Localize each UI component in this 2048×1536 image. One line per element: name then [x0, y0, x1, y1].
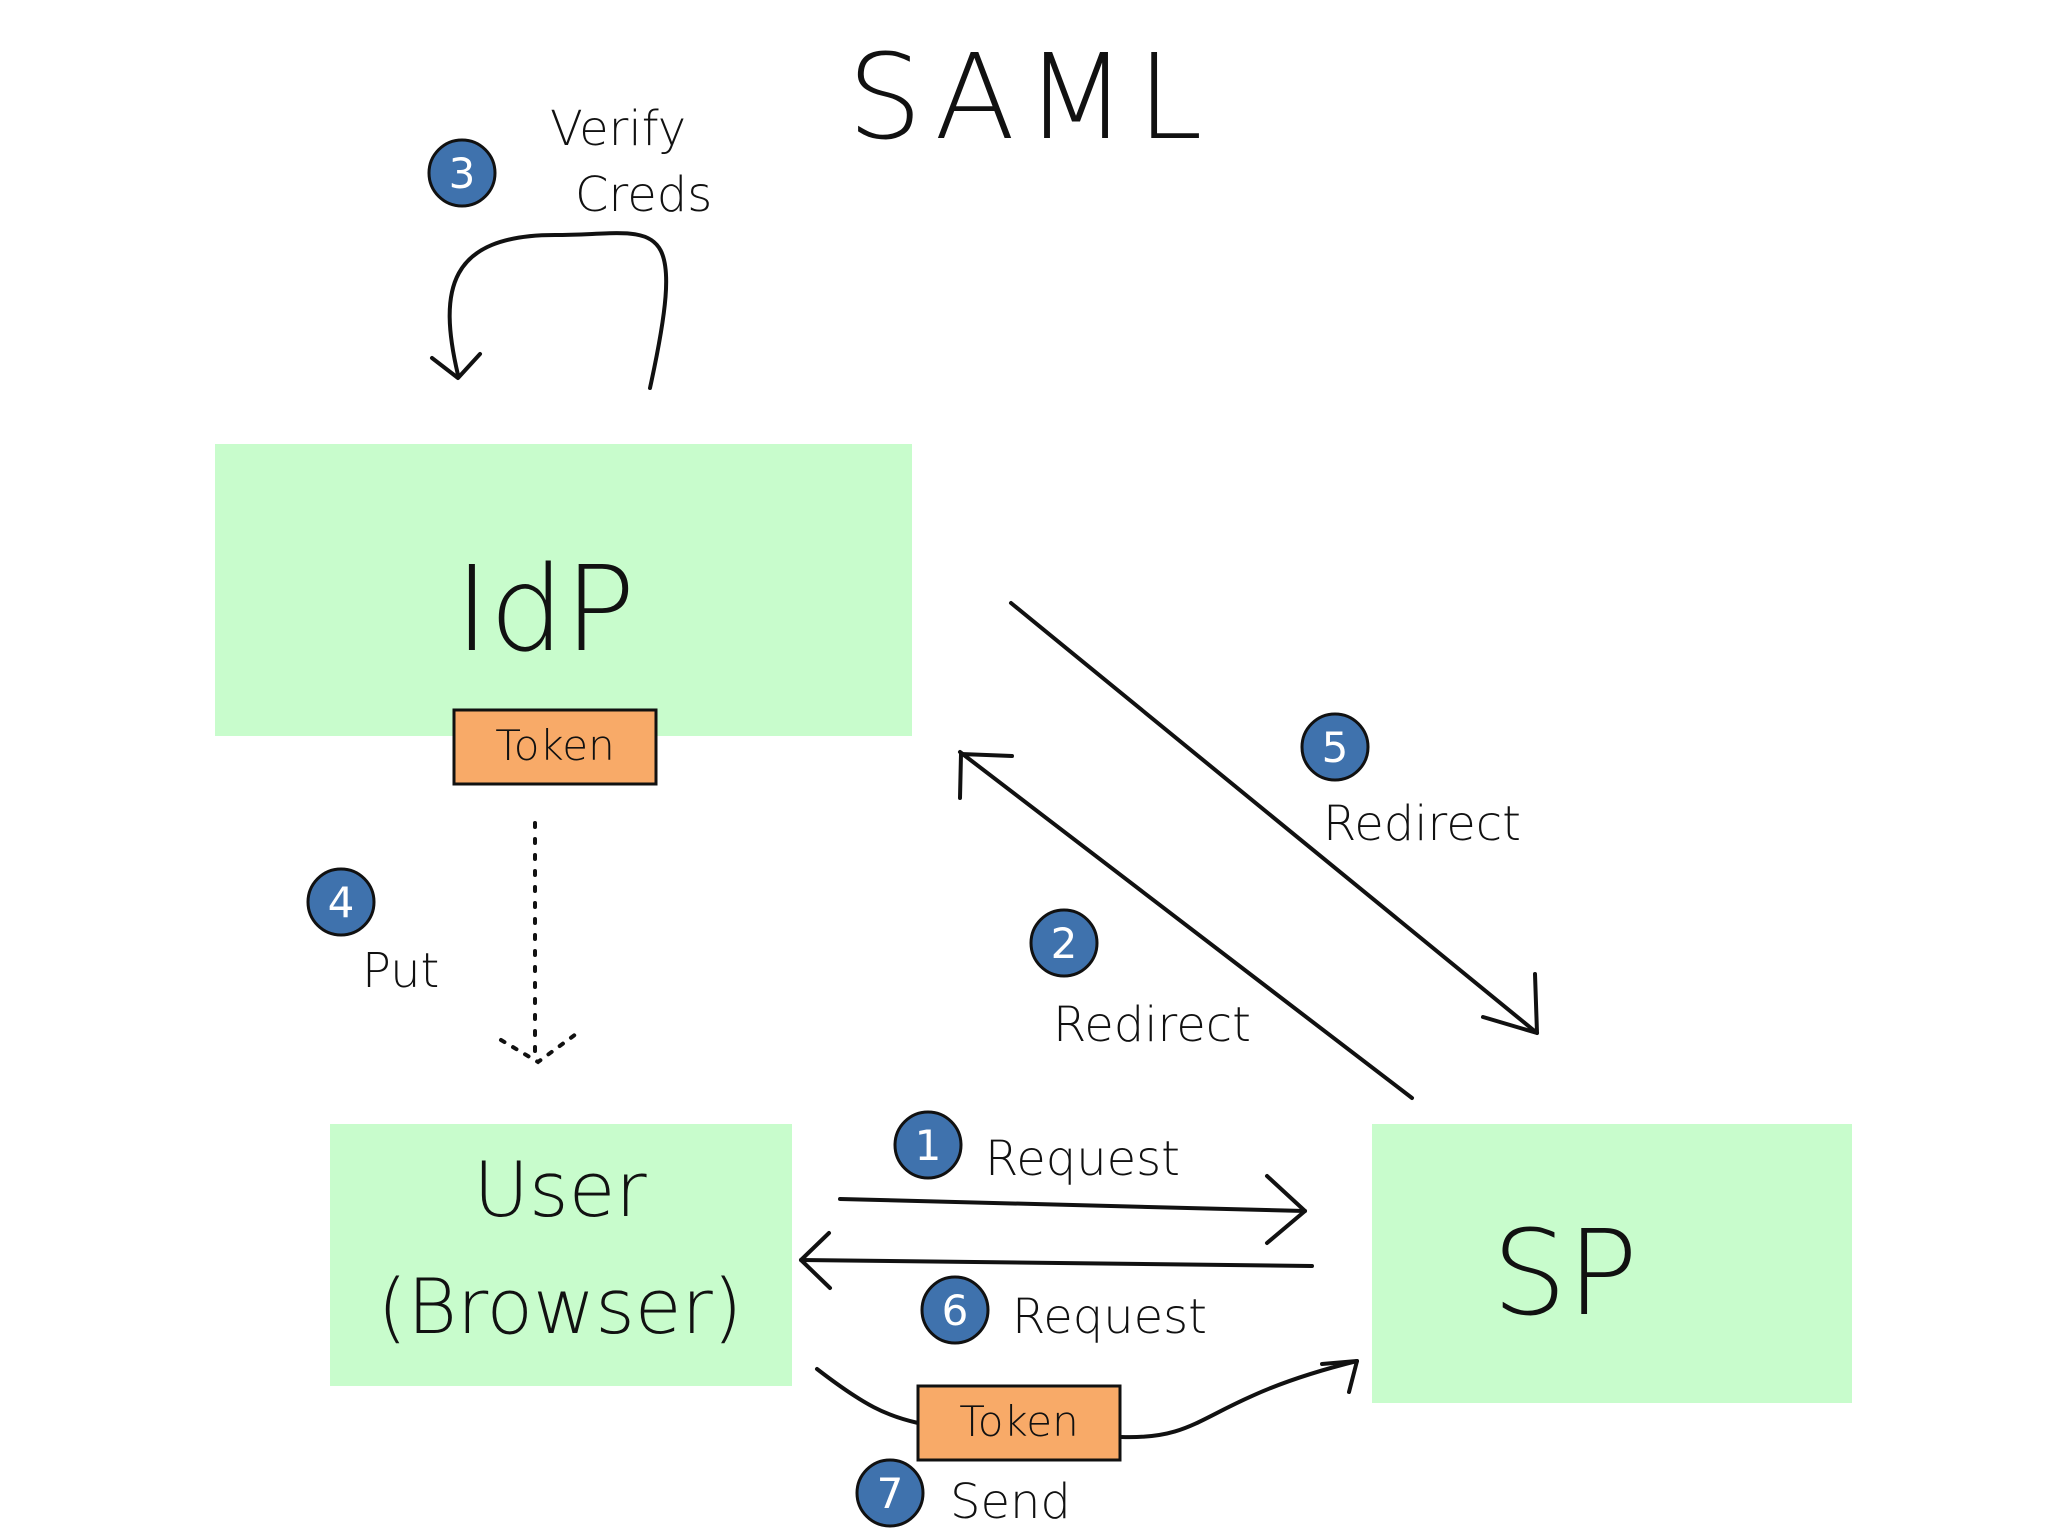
- step-2-arrowhead: [958, 752, 1014, 800]
- step-7-label: Send: [950, 1474, 1071, 1530]
- step-5-redirect-arrow: [1009, 601, 1539, 1035]
- idp-label: IdP: [455, 540, 636, 678]
- sp-box: [1372, 1124, 1852, 1403]
- step-4-badge: 4: [306, 867, 376, 937]
- step-5-arrowhead: [1481, 972, 1539, 1035]
- step-6-number: 6: [942, 1286, 969, 1335]
- step-2-badge: 2: [1029, 908, 1099, 978]
- step-7-number: 7: [877, 1469, 904, 1518]
- step-5-label: Redirect: [1323, 796, 1521, 852]
- step-3-label-line1: Verify: [550, 101, 686, 157]
- idp-token-box: [452, 708, 658, 786]
- step-2-redirect-arrow: [958, 750, 1414, 1100]
- step-1-request-arrow: [838, 1197, 1307, 1213]
- step-6-label: Request: [1012, 1289, 1207, 1345]
- user-label-line2: (Browser): [378, 1262, 743, 1351]
- step-1-arrowhead: [1265, 1174, 1307, 1245]
- step-2-label: Redirect: [1053, 997, 1251, 1053]
- user-label-line1: User: [473, 1145, 647, 1234]
- step-3-number: 3: [449, 149, 476, 198]
- step-4-arrowhead: [499, 1032, 578, 1065]
- sp-label: SP: [1492, 1204, 1638, 1342]
- step-4-number: 4: [328, 878, 355, 927]
- diagram-title: SAML: [847, 28, 1212, 166]
- step-5-number: 5: [1322, 723, 1349, 772]
- step-1-badge: 1: [893, 1110, 963, 1180]
- step-7-badge: 7: [855, 1458, 925, 1528]
- step-3-badge: 3: [427, 138, 497, 208]
- step-4-label: Put: [362, 943, 439, 999]
- step-7-send-arrow: [815, 1359, 1359, 1440]
- user-box: [330, 1124, 792, 1386]
- step-1-number: 1: [915, 1121, 942, 1170]
- send-token-label: Token: [959, 1397, 1079, 1446]
- step-5-badge: 5: [1300, 712, 1370, 782]
- step-6-badge: 6: [920, 1275, 990, 1345]
- idp-box: [215, 444, 912, 736]
- step-6-arrowhead: [799, 1231, 832, 1290]
- step-3-loop-arrow: [447, 231, 669, 390]
- idp-token-label: Token: [495, 721, 615, 770]
- step-6-request-arrow: [799, 1258, 1314, 1268]
- step-2-number: 2: [1051, 919, 1078, 968]
- step-1-label: Request: [985, 1131, 1180, 1187]
- step-3-label-line2: Creds: [575, 167, 712, 223]
- send-token-box: [916, 1384, 1122, 1462]
- step-3-arrowhead: [430, 352, 482, 380]
- step-7-arrowhead: [1320, 1359, 1359, 1394]
